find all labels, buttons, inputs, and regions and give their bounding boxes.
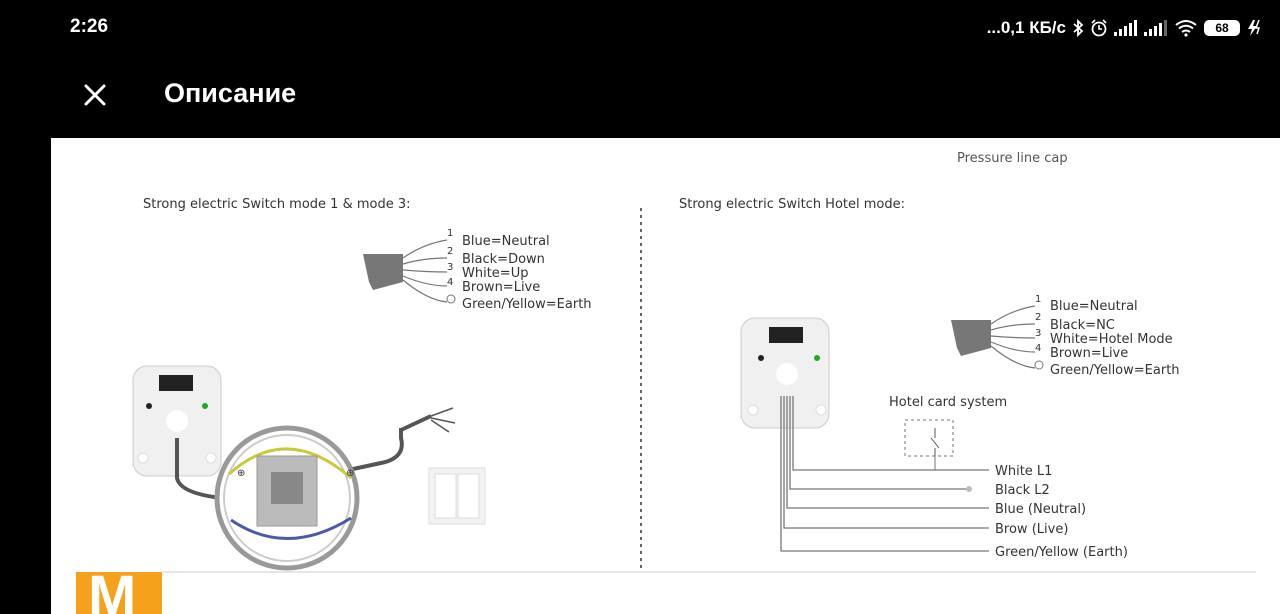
brand-logo: M	[76, 572, 162, 614]
left-wire-labels: Blue=Neutral Black=Down White=Up Brown=L…	[462, 234, 592, 312]
network-speed: ...0,1 КБ/с	[986, 18, 1066, 37]
wire-label: Green/Yellow=Earth	[462, 297, 592, 312]
right-wire-fan	[990, 305, 1036, 369]
signal-icon-1	[1114, 20, 1137, 36]
wire-label: Green/Yellow=Earth	[1050, 363, 1180, 378]
wire-number: 2	[1035, 312, 1041, 323]
right-switch-base	[740, 317, 830, 429]
close-button[interactable]	[72, 72, 118, 118]
wire-number: 1	[447, 228, 453, 239]
signal-icon-2	[1144, 20, 1167, 36]
wire-number: 4	[447, 277, 453, 288]
left-wire-numbers: 1 2 3 4	[447, 228, 453, 288]
charging-icon	[1248, 19, 1261, 36]
wire-label: White=Hotel Mode	[1050, 332, 1173, 347]
status-bar: 2:26 ...0,1 КБ/с 68	[0, 0, 1280, 56]
left-panel-heading: Strong electric Switch mode 1 & mode 3:	[143, 197, 411, 212]
wall-box-circle: ⊕ ⊕	[214, 425, 360, 571]
app-bar: Описание	[0, 56, 1280, 138]
output-label: White L1	[995, 464, 1052, 479]
logo-letter: M	[88, 572, 137, 614]
wall-switch-plate	[428, 467, 486, 525]
svg-text:⊕: ⊕	[237, 468, 245, 479]
right-output-wires	[780, 396, 989, 552]
bluetooth-icon	[1073, 19, 1084, 37]
wire-number: 3	[1035, 328, 1041, 339]
right-panel-heading: Strong electric Switch Hotel mode:	[679, 197, 905, 212]
pressure-line-cap-caption: Pressure line cap	[957, 151, 1068, 166]
left-cable-ends	[430, 407, 456, 433]
wiring-diagram: Pressure line cap Strong electric Switch…	[132, 151, 1256, 573]
svg-text:⊕: ⊕	[346, 468, 354, 479]
left-wire-fan	[402, 239, 448, 303]
wire-number: 2	[447, 246, 453, 257]
left-switch-base	[132, 365, 222, 477]
wire-number: 3	[447, 262, 453, 273]
wire-label: White=Up	[462, 266, 528, 281]
wire-label: Brown=Live	[1050, 346, 1128, 361]
close-icon	[84, 84, 106, 106]
hotel-card-box	[904, 419, 954, 457]
wire-label: Black=NC	[1050, 318, 1115, 333]
output-label: Brow (Live)	[995, 522, 1068, 537]
wifi-icon	[1175, 20, 1197, 37]
wire-label: Black=Down	[462, 252, 545, 267]
wire-label: Blue=Neutral	[1050, 299, 1138, 314]
battery-icon: 68	[1204, 20, 1240, 36]
status-icons: ...0,1 КБ/с 68	[987, 14, 1262, 42]
hotel-card-label: Hotel card system	[889, 395, 1007, 410]
output-label: Blue (Neutral)	[995, 502, 1086, 517]
output-label: Black L2	[995, 483, 1050, 498]
right-cable-connector	[951, 320, 991, 356]
output-label: Green/Yellow (Earth)	[995, 545, 1128, 560]
left-cable-connector	[363, 254, 403, 290]
alarm-icon	[1091, 19, 1107, 37]
earth-symbol	[446, 294, 456, 304]
wire-end-cap	[966, 486, 972, 492]
page-title: Описание	[164, 78, 297, 108]
wire-label: Blue=Neutral	[462, 234, 550, 249]
wire-number: 1	[1035, 294, 1041, 305]
wire-number: 4	[1035, 343, 1041, 354]
earth-symbol	[1034, 360, 1044, 370]
right-wire-numbers: 1 2 3 4	[1035, 294, 1041, 354]
status-time: 2:26	[70, 16, 109, 37]
right-wire-labels: Blue=Neutral Black=NC White=Hotel Mode B…	[1050, 299, 1180, 378]
card-switch-symbol	[930, 428, 940, 456]
right-output-labels: White L1 Black L2 Blue (Neutral) Brow (L…	[995, 464, 1128, 560]
description-image: Pressure line cap Strong electric Switch…	[51, 138, 1280, 614]
wire-label: Brown=Live	[462, 280, 540, 295]
